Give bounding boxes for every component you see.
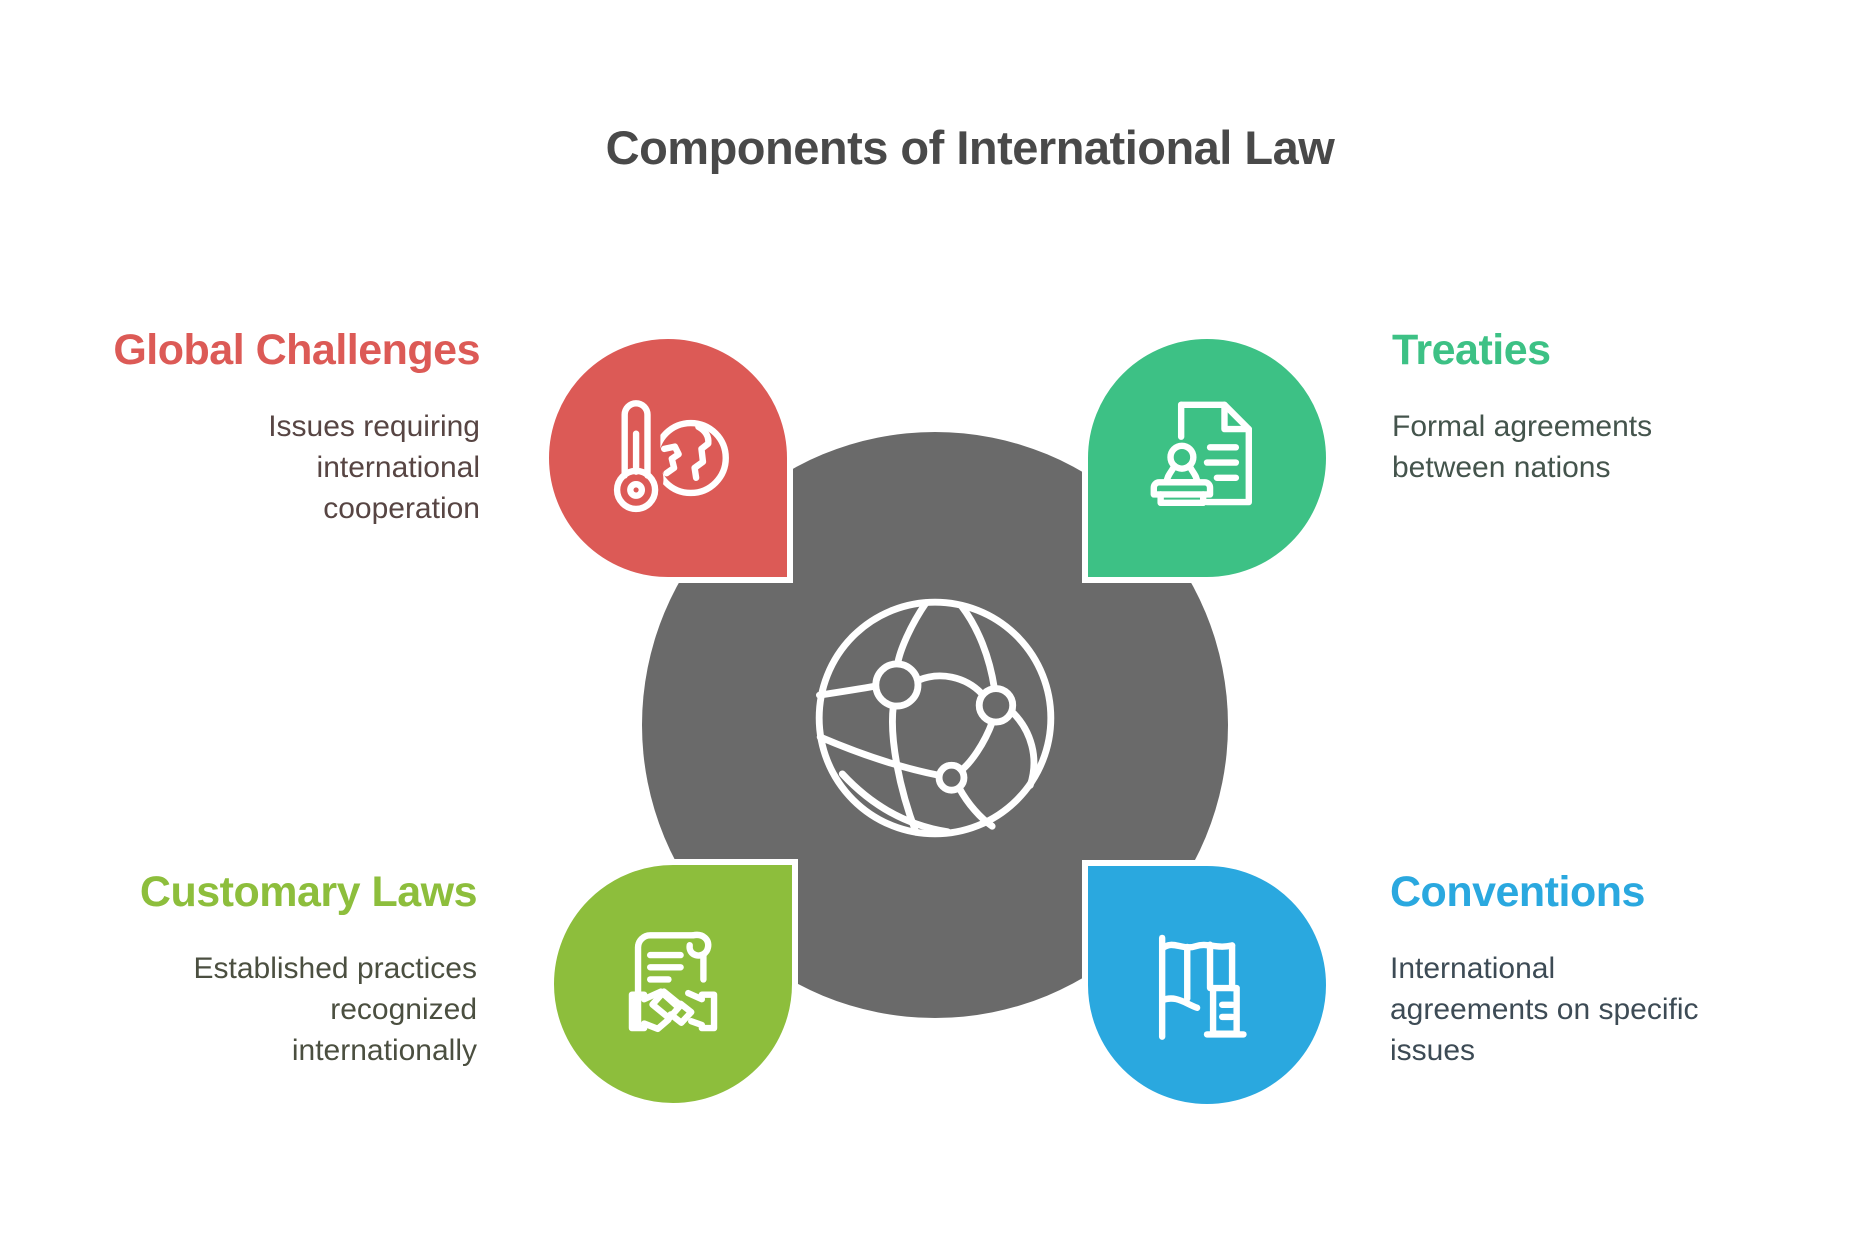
section-heading-conventions: Conventions	[1390, 868, 1645, 916]
section-heading-global-challenges: Global Challenges	[113, 326, 480, 374]
network-node	[935, 761, 968, 794]
section-description-global-challenges: Issues requiring international cooperati…	[268, 410, 480, 526]
petal-global-challenges	[543, 333, 793, 583]
section-heading-treaties: Treaties	[1392, 326, 1551, 374]
section-treaties: Treaties Formal agreements between natio…	[1392, 326, 1652, 489]
section-global-challenges: Global Challenges Issues requiring inter…	[113, 326, 480, 530]
section-conventions: Conventions International agreements on …	[1390, 868, 1699, 1072]
section-heading-customary-laws: Customary Laws	[139, 868, 478, 916]
network-globe-icon	[815, 598, 1055, 838]
diagram-title: Components of International Law	[605, 121, 1335, 174]
petal-treaties	[1082, 333, 1332, 583]
section-description-conventions: International agreements on specific iss…	[1390, 952, 1699, 1068]
section-description-customary-laws: Established practices recognized interna…	[193, 952, 477, 1068]
network-node	[872, 660, 922, 710]
thermometer-globe-icon	[608, 391, 729, 513]
petal-conventions	[1082, 860, 1332, 1110]
scroll-handshake-icon	[628, 931, 718, 1033]
network-node	[975, 685, 1017, 726]
section-description-treaties: Formal agreements between nations	[1392, 410, 1653, 485]
map-flag-icon	[1158, 934, 1247, 1040]
petal-customary-laws	[548, 859, 798, 1109]
section-customary-laws: Customary Laws Established practices rec…	[139, 868, 478, 1072]
document-stamp-icon	[1150, 401, 1252, 507]
